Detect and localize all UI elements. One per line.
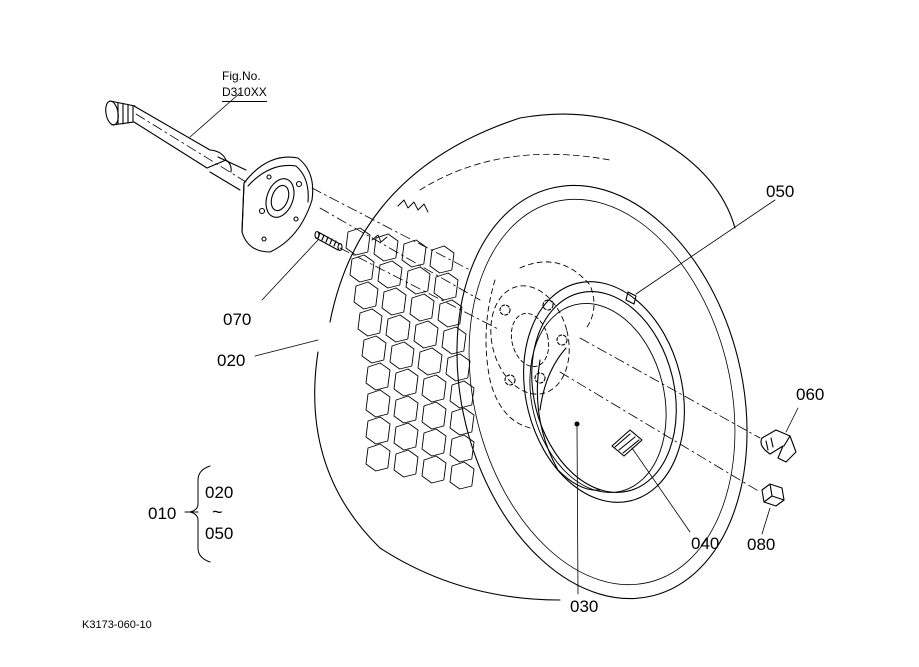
tread-block [437, 299, 463, 328]
tread-block [357, 308, 383, 337]
tread-block [421, 428, 447, 457]
tread-block [421, 374, 447, 403]
tread-block [389, 341, 415, 370]
callout-080: 080 [747, 535, 776, 554]
tire-tread-pattern [345, 199, 475, 490]
tread-block [361, 335, 387, 364]
tread-block [449, 461, 475, 490]
tread-block [381, 287, 407, 316]
assembly-range-to: 050 [205, 524, 234, 543]
tread-block [449, 434, 475, 463]
tread-block [393, 449, 419, 478]
axle-shaft-part [105, 100, 247, 191]
assembly-bracket [184, 465, 211, 563]
tread-block [377, 260, 403, 289]
tread-edge [371, 199, 429, 243]
wheel-nut-part [761, 483, 785, 507]
hub-flange-part [241, 156, 314, 253]
tread-block [441, 326, 467, 355]
tread-block [365, 362, 391, 391]
figure-reference: Fig.No. D310XX [222, 68, 267, 103]
fig-no-label: Fig.No. [222, 69, 261, 83]
tread-block [365, 443, 391, 472]
callout-020: 020 [217, 351, 246, 370]
tread-block [385, 314, 411, 343]
tread-block [445, 353, 471, 382]
tread-block [429, 245, 455, 274]
tread-block [393, 422, 419, 451]
callout-060: 060 [796, 385, 825, 404]
wheel-rim-part [485, 261, 685, 503]
callout-040: 040 [691, 534, 720, 553]
tread-block [417, 347, 443, 376]
tread-block [393, 368, 419, 397]
tread-block [349, 254, 375, 283]
tread-block [405, 266, 431, 295]
tread-block [421, 455, 447, 484]
tread-block [401, 239, 427, 268]
tread-block [433, 272, 459, 301]
tread-block [365, 416, 391, 445]
callout-030: 030 [570, 597, 599, 616]
tread-block [393, 395, 419, 424]
tread-block [373, 233, 399, 262]
explode-lines [135, 113, 761, 493]
callout-050: 050 [766, 182, 795, 201]
tread-block [353, 281, 379, 310]
assembly-range-separator: ~ [212, 502, 223, 522]
fig-no-value: D310XX [222, 84, 267, 103]
tread-block [421, 401, 447, 430]
tread-block [449, 380, 475, 409]
assembly-parent-number: 010 [148, 504, 177, 523]
stud-bolt-part [314, 230, 343, 252]
leader-lines [189, 92, 799, 595]
tread-block [409, 293, 435, 322]
tire-part [314, 113, 748, 601]
tread-block [365, 389, 391, 418]
assembly-range-from: 020 [205, 483, 234, 502]
tread-block [449, 407, 475, 436]
callout-070: 070 [223, 310, 252, 329]
drawing-code: K3173-060-10 [82, 619, 152, 631]
tread-block [345, 227, 371, 256]
wheel-bolt-part [760, 429, 797, 463]
tread-block [413, 320, 439, 349]
